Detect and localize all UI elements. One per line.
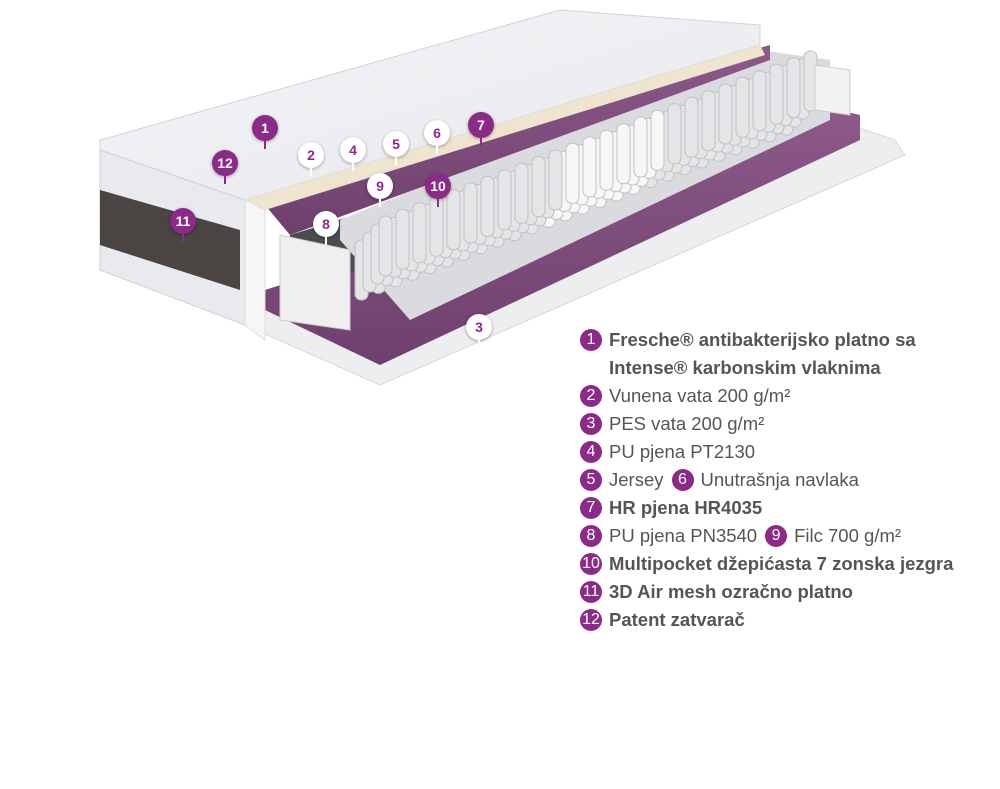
number-badge-icon: 6	[671, 469, 694, 491]
pocket-spring	[378, 215, 393, 277]
layer-marker-4: 4	[340, 137, 366, 171]
legend-item-4: 4 PU pjena PT2130	[580, 438, 953, 466]
legend-text: PU pjena PT2130	[609, 441, 756, 462]
pocket-spring	[786, 57, 801, 119]
pocket-spring	[667, 103, 682, 165]
layer-marker-8: 8	[313, 211, 339, 245]
layer-marker-10: 10	[425, 173, 451, 207]
pocket-spring	[599, 129, 614, 191]
legend-item-11: 11 3D Air mesh ozračno platno	[580, 578, 953, 606]
pocket-spring	[633, 116, 648, 178]
pocket-spring	[769, 63, 784, 125]
pocket-spring	[684, 96, 699, 158]
legend: 1 Fresche® antibakterijsko platno sa Inte…	[580, 326, 953, 634]
legend-text: Unutrašnja navlaka	[700, 469, 859, 490]
legend-text: HR pjena HR4035	[609, 497, 763, 518]
number-badge-icon: 12	[580, 609, 602, 631]
layer-marker-3: 3	[466, 314, 492, 348]
pocket-spring	[650, 109, 665, 171]
number-badge-icon: 4	[580, 441, 602, 463]
legend-text: PU pjena PN3540	[609, 525, 758, 546]
layer-marker-7: 7	[468, 112, 494, 146]
legend-text: Multipocket džepićasta 7 zonska jezgra	[609, 553, 954, 574]
legend-text: Jersey	[609, 469, 664, 490]
pu-foam-block	[279, 234, 351, 331]
number-badge-icon: 1	[580, 329, 602, 351]
layer-marker-12: 12	[212, 150, 238, 184]
pocket-spring	[616, 123, 631, 185]
legend-item-5-6: 5 Jersey 6 Unutrašnja navlaka	[580, 466, 953, 494]
inner-cover	[244, 199, 266, 341]
pocket-spring	[412, 202, 427, 264]
legend-text: Fresche® antibakterijsko platno sa	[609, 329, 916, 350]
legend-item-2: 2 Vunena vata 200 g/m²	[580, 382, 953, 410]
pocket-spring	[735, 76, 750, 138]
layer-marker-11: 11	[170, 208, 196, 242]
layer-marker-2: 2	[298, 142, 324, 176]
number-badge-icon: 11	[580, 581, 602, 603]
pocket-springs	[354, 50, 818, 301]
legend-text: 3D Air mesh ozračno platno	[609, 581, 853, 602]
pocket-spring	[463, 182, 478, 244]
legend-item-8-9: 8 PU pjena PN3540 9 Filc 700 g/m²	[580, 522, 953, 550]
layer-marker-1: 1	[252, 115, 278, 149]
number-badge-icon: 5	[580, 469, 602, 491]
number-badge-icon: 10	[580, 553, 602, 575]
legend-item-1: 1 Fresche® antibakterijsko platno sa	[580, 326, 953, 354]
pocket-spring	[446, 189, 461, 251]
pocket-spring	[718, 83, 733, 145]
number-badge-icon: 8	[580, 525, 602, 547]
end-foam-block	[814, 64, 851, 116]
pocket-spring	[497, 169, 512, 231]
wool-layer	[245, 45, 765, 210]
number-badge-icon: 2	[580, 385, 602, 407]
legend-item-3: 3 PES vata 200 g/m²	[580, 410, 953, 438]
pocket-spring	[480, 175, 495, 237]
number-badge-icon: 7	[580, 497, 602, 519]
pocket-spring	[752, 70, 767, 132]
layer-marker-9: 9	[367, 173, 393, 207]
legend-item-7: 7 HR pjena HR4035	[580, 494, 953, 522]
legend-item-12: 12 Patent zatvarač	[580, 606, 953, 634]
legend-item-10: 10 Multipocket džepićasta 7 zonska jezgra	[580, 550, 953, 578]
pocket-spring	[395, 208, 410, 270]
air-mesh	[100, 190, 240, 290]
number-badge-icon: 9	[765, 525, 788, 547]
layer-marker-6: 6	[424, 120, 450, 154]
legend-text: PES vata 200 g/m²	[609, 413, 765, 434]
number-badge-icon: 3	[580, 413, 602, 435]
legend-text: Filc 700 g/m²	[794, 525, 902, 546]
pocket-spring	[701, 90, 716, 152]
legend-text: Vunena vata 200 g/m²	[609, 385, 791, 406]
legend-text: Patent zatvarač	[609, 609, 745, 630]
pocket-spring	[548, 149, 563, 211]
layer-marker-5: 5	[383, 131, 409, 165]
pocket-spring	[531, 156, 546, 218]
pocket-spring	[565, 142, 580, 204]
pocket-spring	[514, 162, 529, 224]
legend-text-continued: Intense® karbonskim vlaknima	[609, 357, 881, 378]
pocket-spring	[582, 136, 597, 198]
